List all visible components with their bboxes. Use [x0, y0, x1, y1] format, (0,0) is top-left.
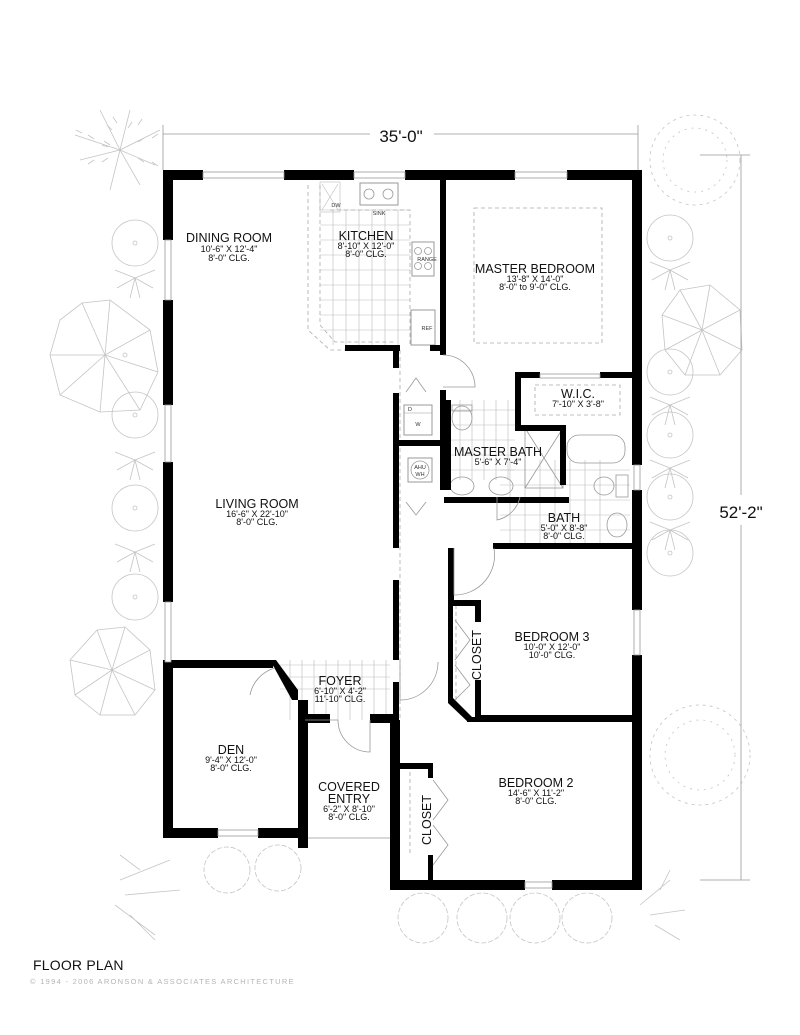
room-master-bath: MASTER BATH 5'-6" X 7'-4" [454, 445, 542, 467]
wic-shelf [534, 384, 621, 416]
room-name: MASTER BEDROOM [475, 262, 595, 276]
room-master-bedroom: MASTER BEDROOM 13'-8" X 14'-0" 8'-0" to … [475, 262, 595, 292]
room-name: ENTRY [328, 792, 371, 806]
room-name: BEDROOM 2 [498, 776, 573, 790]
room-size: 10'-0" X 12'-0" [524, 642, 581, 652]
room-name: COVERED [318, 780, 380, 794]
room-size: 6'-2" X 8'-10" [323, 804, 375, 814]
room-wic: W.I.C. 7'-10" X 3'-8" [552, 387, 604, 409]
room-ceiling: 8'-0" to 9'-0" CLG. [499, 282, 571, 292]
dryer-label: D [408, 407, 412, 413]
room-den: DEN 9'-4" X 12'-0" 8'-0" CLG. [205, 743, 257, 773]
water-heater-icon [407, 457, 433, 483]
room-ceiling: 8'-0" CLG. [345, 249, 386, 259]
bedroom3-corner-wall [448, 698, 481, 722]
den-angle-wall [270, 660, 298, 700]
fern-icon [114, 854, 686, 941]
landscaping [49, 109, 751, 944]
range-label: RANGE [417, 257, 437, 263]
room-size: 10'-6" X 12'-4" [201, 244, 258, 254]
room-size: 7'-10" X 3'-8" [552, 399, 604, 409]
room-name: LIVING ROOM [215, 497, 298, 511]
room-size: 9'-4" X 12'-0" [205, 755, 257, 765]
room-name: FOYER [318, 674, 361, 688]
room-dining: DINING ROOM 10'-6" X 12'-4" 8'-0" CLG. [186, 231, 272, 263]
room-ceiling: 8'-0" CLG. [515, 796, 556, 806]
kitchen-sink-icon [359, 182, 399, 206]
room-ceiling: 8'-0" CLG. [328, 812, 369, 822]
room-ceiling: 10'-0" CLG. [529, 650, 575, 660]
closet2-label: CLOSET [420, 795, 434, 845]
dishwasher-label: DW [331, 203, 341, 209]
umbrella-tree-icon [49, 284, 743, 716]
room-name: KITCHEN [339, 229, 394, 243]
room-covered-entry: COVERED ENTRY 6'-2" X 8'-10" 8'-0" CLG. [318, 780, 380, 822]
bath-tile-floor [448, 400, 630, 545]
palm-plant-icon [74, 109, 161, 191]
flower-cluster-icon [649, 114, 751, 806]
spiky-plant-icon [114, 261, 691, 573]
room-size: 5'-0" X 8'-8" [541, 523, 588, 533]
shrub-circle-icon [111, 219, 159, 621]
shrub-circle-icon [646, 214, 694, 577]
dimension-lines [162, 125, 750, 881]
room-bedroom3: BEDROOM 3 10'-0" X 12'-0" 10'-0" CLG. [514, 630, 589, 660]
depth-dimension: 52'-2" [719, 503, 762, 522]
room-living: LIVING ROOM 16'-6" X 22'-10" 8'-0" CLG. [215, 497, 298, 527]
room-ceiling: 8'-0" CLG. [210, 763, 251, 773]
width-dimension: 35'-0" [379, 127, 422, 146]
room-ceiling: 8'-0" CLG. [543, 531, 584, 541]
ahu-label: AHU [414, 465, 426, 471]
doors [249, 354, 521, 866]
refrigerator-icon [410, 309, 436, 346]
bush-icon [203, 844, 613, 944]
room-size: 14'-6" X 11'-2" [508, 788, 564, 798]
room-foyer: FOYER 6'-10" X 4'-2" 11'-10" CLG. [314, 674, 366, 704]
tray-ceiling-outline [473, 207, 603, 344]
room-size: 13'-8" X 14'-0" [507, 274, 564, 284]
room-name: BEDROOM 3 [514, 630, 589, 644]
closet3-label: CLOSET [470, 630, 484, 680]
room-ceiling: 8'-0" CLG. [236, 517, 277, 527]
range-icon [411, 241, 435, 277]
drawing-title: FLOOR PLAN [33, 957, 124, 973]
room-name: DEN [218, 743, 244, 757]
kitchen-counter [307, 185, 411, 351]
room-name: BATH [548, 511, 580, 525]
room-size: 8'-10" X 12'-0" [338, 241, 395, 251]
room-ceiling: 11'-10" CLG. [315, 694, 366, 704]
washer-label: W [415, 422, 421, 428]
walls [163, 170, 642, 890]
windows [164, 171, 641, 889]
sink-label: SINK [373, 211, 386, 217]
bath-fixtures [566, 434, 629, 538]
washer-dryer-icon [403, 404, 433, 436]
room-name: W.I.C. [561, 387, 595, 401]
room-bedroom2: BEDROOM 2 14'-6" X 11'-2" 8'-0" CLG. [498, 776, 573, 806]
wh-label: WH [415, 472, 424, 478]
corridor-chevron-icon [405, 377, 427, 516]
room-bath: BATH 5'-0" X 8'-8" 8'-0" CLG. [541, 511, 588, 541]
room-size: 6'-10" X 4'-2" [314, 686, 366, 696]
room-ceiling: 8'-0" CLG. [208, 253, 249, 263]
room-size: 5'-6" X 7'-4" [475, 457, 522, 467]
refrigerator-label: REF [422, 326, 434, 332]
copyright-notice: © 1994 - 2006 ARONSON & ASSOCIATES ARCHI… [30, 977, 295, 986]
foyer-tile-floor [280, 660, 390, 720]
room-name: DINING ROOM [186, 231, 272, 245]
room-name: MASTER BATH [454, 445, 542, 459]
room-kitchen: KITCHEN 8'-10" X 12'-0" 8'-0" CLG. [338, 229, 395, 259]
room-size: 16'-6" X 22'-10" [226, 509, 288, 519]
